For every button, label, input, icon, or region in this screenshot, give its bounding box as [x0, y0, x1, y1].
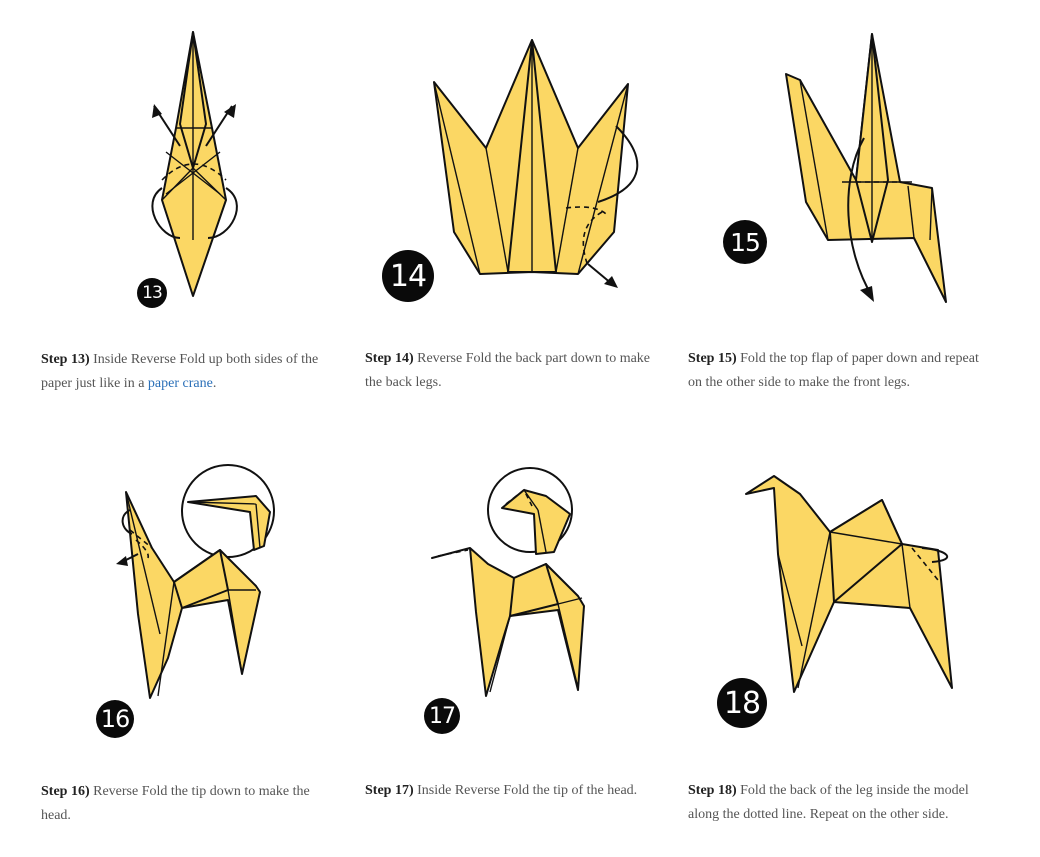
step-text: Reverse Fold the tip down to make the he… [41, 784, 310, 823]
step-number-badge: 15 [723, 220, 767, 264]
paper-crane-link[interactable]: paper crane [147, 376, 213, 391]
step-caption: Step 17) Inside Reverse Fold the tip of … [365, 779, 665, 803]
step-label: Step 17) [365, 783, 414, 798]
step-number-badge: 17 [424, 698, 460, 734]
step-15-illustration [785, 33, 947, 303]
step-number: 16 [100, 705, 131, 733]
step-number-badge: 13 [137, 278, 167, 308]
step-text-end: . [212, 376, 217, 391]
step-number-badge: 16 [96, 700, 134, 738]
step-number-badge: 14 [382, 250, 434, 302]
step-17-illustration [431, 467, 585, 697]
step-text: Reverse Fold the back part down to make … [365, 351, 651, 390]
step-caption: Step 13) Inside Reverse Fold up both sid… [41, 348, 341, 396]
step-label: Step 14) [365, 351, 414, 366]
step-caption: Step 18) Fold the back of the leg inside… [688, 779, 988, 827]
step-label: Step 15) [688, 351, 737, 366]
step-number: 15 [730, 227, 761, 257]
step-number-badge: 18 [717, 678, 767, 728]
step-caption: Step 16) Reverse Fold the tip down to ma… [41, 780, 341, 828]
step-text: Fold the top flap of paper down and repe… [688, 351, 979, 390]
step-18-illustration [745, 475, 953, 693]
step-text: Inside Reverse Fold up both sides of the… [41, 352, 319, 391]
step-13-illustration [151, 31, 238, 297]
step-text: Inside Reverse Fold the tip of the head. [417, 783, 638, 798]
step-number: 14 [389, 258, 427, 294]
step-caption: Step 14) Reverse Fold the back part down… [365, 347, 665, 395]
step-text: Fold the back of the leg inside the mode… [688, 783, 969, 822]
step-14-illustration [433, 39, 639, 288]
step-number: 18 [723, 685, 761, 721]
step-number: 13 [142, 283, 163, 303]
step-16-illustration [116, 464, 275, 699]
step-number: 17 [429, 703, 456, 729]
step-label: Step 13) [41, 352, 90, 367]
step-label: Step 18) [688, 783, 737, 798]
step-label: Step 16) [41, 784, 90, 799]
step-caption: Step 15) Fold the top flap of paper down… [688, 347, 988, 395]
